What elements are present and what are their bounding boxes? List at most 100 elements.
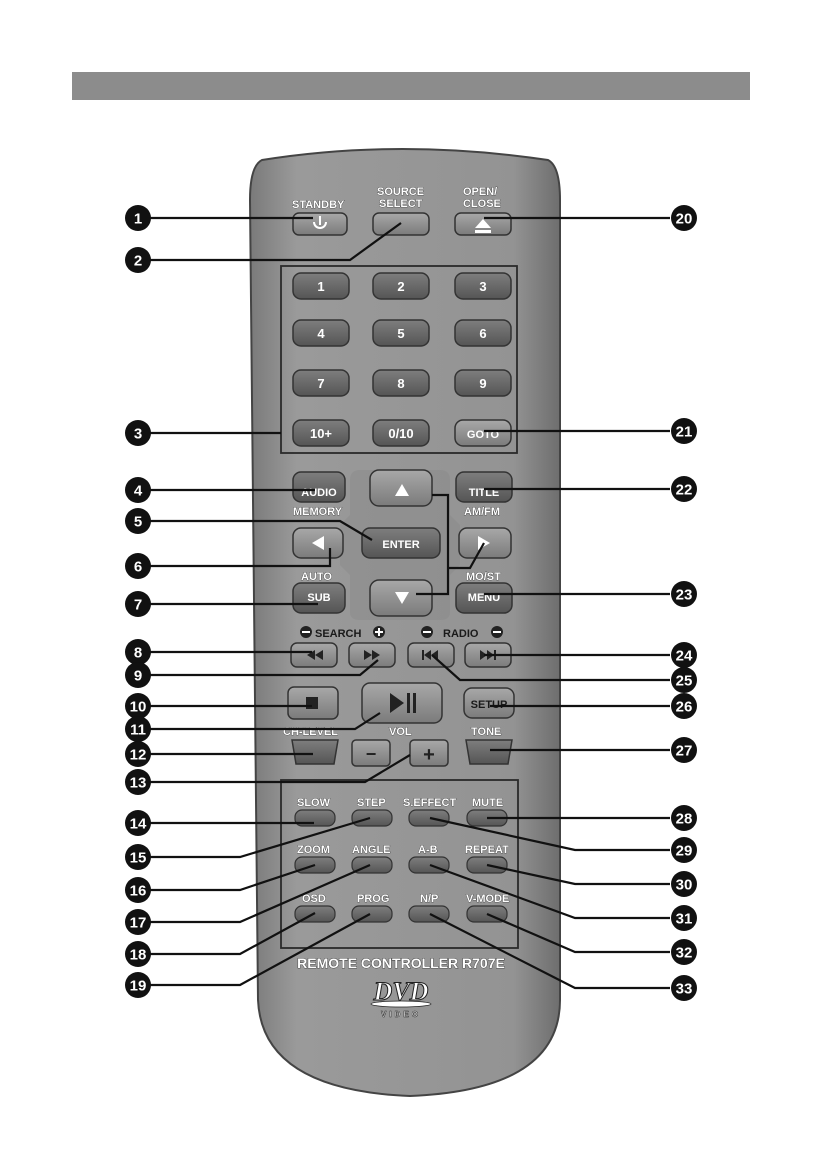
minus-icon: − — [366, 744, 377, 764]
keypad-button-2[interactable]: 2 — [372, 272, 430, 300]
lower-button-frame — [280, 779, 519, 949]
eject-icon — [475, 219, 491, 233]
svg-text:2: 2 — [134, 253, 142, 270]
video-logo-text: VIDEO — [381, 1010, 421, 1019]
keypad-button-4[interactable]: 4 — [292, 319, 350, 347]
svg-text:17: 17 — [130, 915, 147, 932]
callout-12: 12 — [125, 741, 151, 767]
keypad-button-8[interactable]: 8 — [372, 369, 430, 397]
callout-9: 9 — [125, 662, 151, 688]
callout-3: 3 — [125, 420, 151, 446]
svg-text:26: 26 — [676, 699, 693, 716]
tone-label: TONE — [471, 726, 501, 738]
source-select-label-1: SOURCE — [377, 186, 424, 198]
keypad-button-10-[interactable]: 10+ — [292, 419, 350, 447]
keypad-label: 7 — [317, 376, 324, 391]
callout-4: 4 — [125, 477, 151, 503]
callout-18: 18 — [125, 941, 151, 967]
leader-lines — [150, 216, 670, 990]
keypad-label: 4 — [317, 326, 325, 341]
keypad-button-5[interactable]: 5 — [372, 319, 430, 347]
svg-text:18: 18 — [130, 947, 147, 964]
search-plus-icon — [373, 626, 385, 638]
vol-label: VOL — [389, 726, 412, 738]
keypad-button-7[interactable]: 7 — [292, 369, 350, 397]
a-b-label: A-B — [418, 844, 438, 856]
search-label: SEARCH — [315, 628, 362, 640]
svg-text:25: 25 — [676, 673, 693, 690]
svg-text:30: 30 — [676, 877, 693, 894]
number-keypad: 1 2 3 4 5 6 7 8 9 10+ 0/10 GOTO — [292, 272, 512, 447]
keypad-label: 2 — [397, 279, 404, 294]
keypad-button-6[interactable]: 6 — [454, 319, 512, 347]
keypad-button-3[interactable]: 3 — [454, 272, 512, 300]
keypad-label: 0/10 — [388, 426, 413, 441]
svg-text:13: 13 — [130, 775, 147, 792]
keypad-button-0-10[interactable]: 0/10 — [372, 419, 430, 447]
mute-label: MUTE — [472, 797, 503, 809]
callout-32: 32 — [671, 939, 697, 965]
ch-level-label: CH-LEVEL — [283, 726, 338, 738]
callout-8: 8 — [125, 639, 151, 665]
volume-up-button[interactable] — [409, 739, 449, 767]
svg-text:27: 27 — [676, 743, 693, 760]
ch-level-button[interactable] — [291, 739, 339, 765]
svg-text:9: 9 — [134, 668, 142, 685]
menu-button[interactable] — [455, 582, 513, 614]
fast-forward-icon — [364, 650, 380, 660]
svg-text:11: 11 — [130, 722, 146, 739]
setup-button[interactable] — [463, 687, 515, 719]
keypad-label: 10+ — [310, 426, 332, 441]
open-close-label-1: OPEN/ — [463, 186, 497, 198]
callout-28: 28 — [671, 805, 697, 831]
callout-7: 7 — [125, 591, 151, 617]
volume-down-button[interactable] — [351, 739, 391, 767]
callout-22: 22 — [671, 476, 697, 502]
callout-11: 11 — [125, 716, 151, 742]
tone-button[interactable] — [465, 739, 513, 765]
plus-icon: + — [423, 744, 435, 766]
audio-button[interactable] — [292, 471, 346, 503]
sub-label: SUB — [307, 592, 330, 604]
s-effect-button[interactable] — [408, 809, 450, 827]
callout-31: 31 — [671, 905, 697, 931]
callout-24: 24 — [671, 642, 697, 668]
radio-minus-icon-left — [421, 626, 433, 638]
step-button[interactable] — [351, 809, 393, 827]
callout-2: 2 — [125, 247, 151, 273]
down-arrow-icon — [395, 592, 409, 604]
repeat-label: REPEAT — [465, 844, 509, 856]
svg-text:24: 24 — [676, 648, 693, 665]
left-arrow-icon — [312, 536, 324, 550]
svg-text:16: 16 — [130, 883, 147, 900]
callout-17: 17 — [125, 909, 151, 935]
callout-23: 23 — [671, 581, 697, 607]
svg-text:19: 19 — [130, 978, 147, 995]
svg-text:5: 5 — [134, 514, 142, 531]
slow-label: SLOW — [297, 797, 331, 809]
callout-10: 10 — [125, 693, 151, 719]
setup-label: SETUP — [471, 699, 508, 711]
dvd-video-logo: DVD VIDEO — [370, 977, 432, 1019]
model-label: REMOTE CONTROLLER R707E — [297, 955, 505, 971]
callout-1: 1 — [125, 205, 151, 231]
radio-minus-icon-right — [491, 626, 503, 638]
prog-label: PROG — [357, 893, 389, 905]
osd-label: OSD — [302, 893, 326, 905]
enter-button[interactable] — [361, 527, 441, 559]
svg-text:1: 1 — [134, 211, 142, 228]
callout-29: 29 — [671, 837, 697, 863]
keypad-button-9[interactable]: 9 — [454, 369, 512, 397]
keypad-button-goto[interactable]: GOTO — [454, 419, 512, 447]
callout-19: 19 — [125, 972, 151, 998]
callout-21: 21 — [671, 418, 697, 444]
title-button[interactable] — [455, 471, 513, 503]
memory-label: MEMORY — [293, 506, 343, 518]
n-p-label: N/P — [420, 893, 438, 905]
keypad-label: 5 — [397, 326, 404, 341]
keypad-button-1[interactable]: 1 — [292, 272, 350, 300]
svg-text:29: 29 — [676, 843, 693, 860]
sub-button[interactable] — [292, 582, 346, 614]
keypad-label: 9 — [479, 376, 486, 391]
callout-13: 13 — [125, 769, 151, 795]
